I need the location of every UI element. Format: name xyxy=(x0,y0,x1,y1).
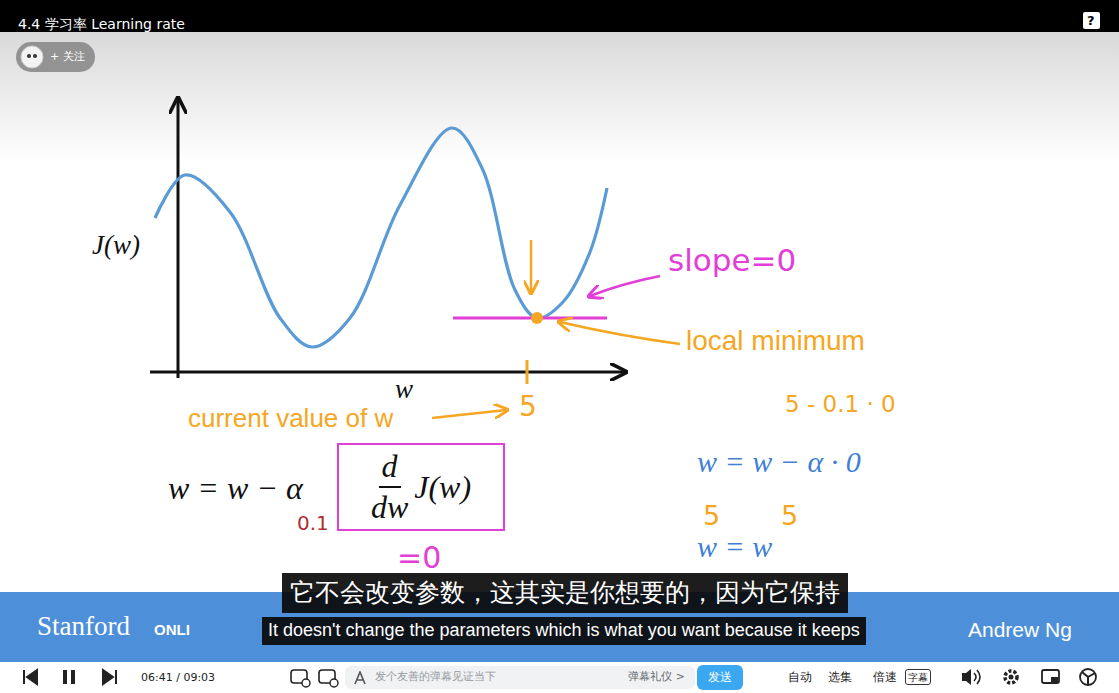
avatar-icon xyxy=(27,54,31,58)
fullscreen-icon xyxy=(1082,672,1095,685)
slide-shade xyxy=(0,32,1119,162)
prev-icon xyxy=(24,670,37,684)
value-note: =0 xyxy=(397,543,441,573)
video-title: 4.4 学习率 Learning rate xyxy=(18,17,185,31)
subtitle-box: It doesn't change the parameters which i… xyxy=(262,617,866,645)
annotation: local minimum xyxy=(686,327,865,355)
help-icon xyxy=(1083,12,1100,29)
control-label: 倍速 xyxy=(873,671,897,683)
formula: w = w − α · 0 xyxy=(697,447,861,477)
node-text: 它不会改变参数，这其实是你想要的，因为它保持 xyxy=(290,579,840,607)
node-text: 弹幕礼仪 > xyxy=(628,671,685,683)
axis-label: w xyxy=(395,376,413,403)
node-text: It doesn't change the parameters which i… xyxy=(268,621,860,641)
pause-icon xyxy=(71,670,75,684)
value-leader xyxy=(432,410,506,418)
w-tick xyxy=(526,360,529,384)
volume-icon xyxy=(962,669,971,685)
pointer-arrow xyxy=(530,240,533,292)
danmaku-settings-icon xyxy=(330,679,338,687)
value-note: 0.1 xyxy=(297,513,329,533)
input-lead: 发个友善的弹幕见证当下 xyxy=(353,671,496,685)
x-axis xyxy=(150,371,624,374)
pip-icon xyxy=(1042,670,1059,683)
pip-icon xyxy=(1051,677,1058,682)
help-mark: ? xyxy=(1087,14,1095,27)
lecturer-name: Andrew Ng xyxy=(968,619,1072,640)
slope-leader xyxy=(590,276,660,296)
brand-name: ONLI xyxy=(154,622,190,637)
y-axis xyxy=(177,100,180,378)
settings-icon xyxy=(1005,671,1017,683)
derivative-box: ddwJ(w) xyxy=(337,443,505,531)
value-note: 5 xyxy=(703,502,720,529)
node-text: J(w) xyxy=(414,470,471,505)
title-bar xyxy=(0,0,1119,32)
fullscreen-icon xyxy=(1080,669,1096,685)
tick-value: 5 xyxy=(519,393,537,421)
avatar-icon xyxy=(21,46,43,68)
value-note: 5 - 0.1 · 0 xyxy=(785,393,896,416)
control-label: 选集 xyxy=(828,671,852,683)
font-icon xyxy=(353,671,367,685)
cost-curve-group xyxy=(155,128,607,347)
next-icon xyxy=(103,670,116,684)
brand-name: Stanford xyxy=(37,613,130,640)
annotation: current value of w xyxy=(188,405,393,431)
subtitle-toggle: 字幕 xyxy=(905,669,931,685)
send-button: 发送 xyxy=(697,665,743,690)
minimum-leader xyxy=(560,322,680,344)
node-text: 发送 xyxy=(708,671,732,684)
time-display: 06:41 / 09:03 xyxy=(141,672,215,683)
danmaku-icon xyxy=(302,679,310,687)
node-text: 字幕 xyxy=(908,672,928,683)
danmaku-input: 发个友善的弹幕见证当下 弹幕礼仪 > xyxy=(345,666,695,689)
avatar-icon xyxy=(20,45,44,69)
formula: w = w − α xyxy=(168,472,303,504)
node-text: d xyxy=(379,449,401,488)
control-bar xyxy=(0,662,1119,693)
control-label: 自动 xyxy=(788,671,812,683)
fraction: ddw xyxy=(371,449,408,525)
node-text: 发个友善的弹幕见证当下 xyxy=(375,671,496,683)
cost-curve xyxy=(155,128,607,347)
font-icon xyxy=(355,672,365,684)
volume-icon xyxy=(974,670,980,684)
avatar-icon xyxy=(33,54,37,58)
node-text: dw xyxy=(371,488,408,525)
minimum-point xyxy=(531,312,543,324)
pause-icon xyxy=(63,670,67,684)
settings-icon xyxy=(1009,675,1014,680)
tangent-line xyxy=(453,317,607,320)
value-note: 5 xyxy=(781,502,798,529)
annotation: slope=0 xyxy=(668,245,796,276)
follow-button: + 关注 xyxy=(16,42,95,72)
subtitle-box: 它不会改变参数，这其实是你想要的，因为它保持 xyxy=(282,573,848,613)
formula: w = w xyxy=(697,532,772,562)
axis-label: J(w) xyxy=(92,232,140,259)
node-text: + 关注 xyxy=(50,51,85,63)
